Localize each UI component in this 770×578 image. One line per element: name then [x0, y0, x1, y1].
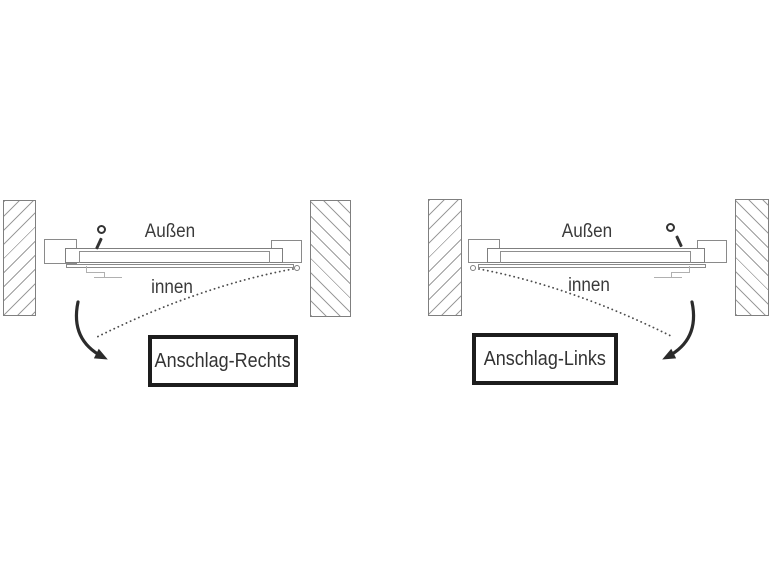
caption-label: Anschlag-Links [483, 347, 607, 370]
outside-label: Außen [144, 221, 196, 242]
wall-left-icon [428, 199, 462, 316]
door-knob-icon [97, 225, 106, 234]
door-sill-strip [66, 264, 294, 268]
door-knob-icon [666, 223, 675, 232]
interior-handle-icon [654, 277, 682, 278]
door-leaf-face [79, 251, 270, 263]
door-leaf-face [500, 251, 691, 263]
caption-label: Anschlag-Rechts [154, 349, 292, 372]
door-sill-strip [478, 264, 706, 268]
interior-handle-icon [671, 272, 690, 273]
caption-box: Anschlag-Links [472, 333, 618, 385]
interior-handle-icon [689, 266, 690, 273]
inside-label: innen [568, 275, 610, 296]
outside-label: Außen [561, 221, 613, 242]
interior-handle-icon [86, 266, 87, 273]
hinge-pivot-icon [470, 265, 476, 271]
hinge-pivot-icon [294, 265, 300, 271]
interior-handle-icon [86, 272, 105, 273]
wall-left-icon [3, 200, 36, 316]
wall-right-icon [310, 200, 351, 317]
wall-right-icon [735, 199, 769, 316]
door-knob-stem-icon [675, 235, 683, 248]
